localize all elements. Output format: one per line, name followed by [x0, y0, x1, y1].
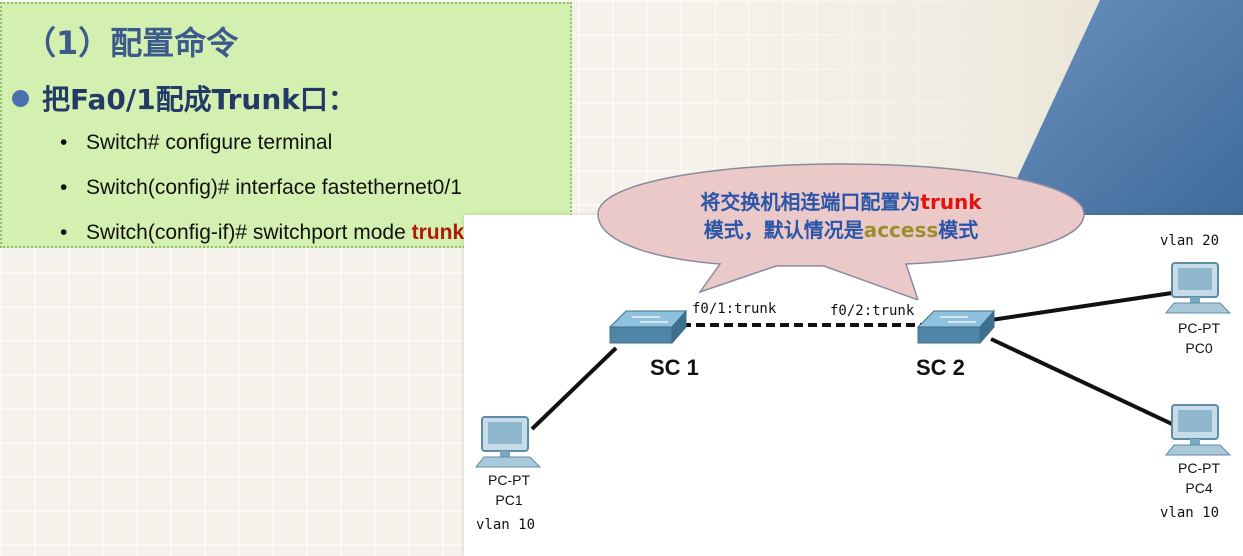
switch-sc1-icon [608, 309, 688, 345]
pc0-name-label: PC0 [1185, 340, 1213, 356]
command-text: Switch# configure terminal [86, 131, 333, 154]
link-sc2-pc4 [990, 337, 1173, 426]
pc0-vlan-label: vlan 20 [1160, 233, 1220, 249]
command-item: • Switch(config)# interface fastethernet… [60, 173, 464, 218]
switch-sc1-label: SC 1 [650, 355, 699, 380]
callout-bubble: 将交换机相连端口配置为trunk 模式，默认情况是access模式 [596, 160, 1086, 300]
callout-keyword-trunk: trunk [920, 190, 982, 214]
callout-shape [597, 163, 1085, 300]
main-bullet: 把Fa0/1配成Trunk口： [12, 78, 356, 118]
pc1-type-label: PC-PT [488, 472, 530, 488]
pc1-vlan-label: vlan 10 [476, 517, 536, 533]
link-sc1-pc1 [530, 346, 618, 431]
bullet-dot-icon [12, 89, 29, 107]
callout-line-1: 将交换机相连端口配置为trunk [596, 188, 1086, 216]
pc0-type-label: PC-PT [1178, 320, 1220, 336]
link-sc2-pc0 [990, 291, 1173, 322]
callout-line1-prefix: 将交换机相连端口配置为 [700, 190, 921, 214]
callout-text: 将交换机相连端口配置为trunk 模式，默认情况是access模式 [596, 188, 1086, 244]
pc4-vlan-label: vlan 10 [1160, 505, 1220, 521]
bullet-icon: • [60, 131, 68, 154]
pc4-icon [1164, 404, 1232, 456]
pc0-icon [1164, 262, 1232, 314]
port-label-f0-2: f0/2:trunk [830, 303, 915, 319]
command-keyword: trunk [411, 221, 465, 244]
main-bullet-text: 把Fa0/1配成Trunk口： [42, 83, 356, 116]
bullet-icon: • [60, 221, 68, 244]
commands-panel: （1）配置命令 把Fa0/1配成Trunk口： • Switch# config… [0, 2, 572, 248]
section-title: （1）配置命令 [24, 24, 239, 62]
callout-keyword-access: access [863, 218, 939, 242]
pc1-name-label: PC1 [495, 492, 523, 508]
callout-line2-suffix: 模式 [938, 218, 979, 242]
port-label-f0-1: f0/1:trunk [692, 301, 777, 317]
command-item: • Switch# configure terminal [60, 128, 464, 173]
switch-sc2-label: SC 2 [916, 355, 965, 380]
command-item: • Switch(config-if)# switchport mode tru… [60, 218, 464, 263]
pc4-type-label: PC-PT [1178, 460, 1220, 476]
command-text: Switch(config-if)# switchport mode [86, 221, 412, 244]
pc1-icon [474, 416, 542, 468]
topology-drawing [474, 262, 1232, 468]
command-text: Switch(config)# interface fastethernet0/… [86, 176, 462, 199]
callout-line2-prefix: 模式，默认情况是 [703, 218, 864, 242]
command-list: • Switch# configure terminal • Switch(co… [60, 128, 464, 263]
bullet-icon: • [60, 176, 68, 199]
callout-line-2: 模式，默认情况是access模式 [596, 216, 1086, 244]
pc4-name-label: PC4 [1185, 480, 1213, 496]
switch-sc2-icon [916, 309, 996, 345]
